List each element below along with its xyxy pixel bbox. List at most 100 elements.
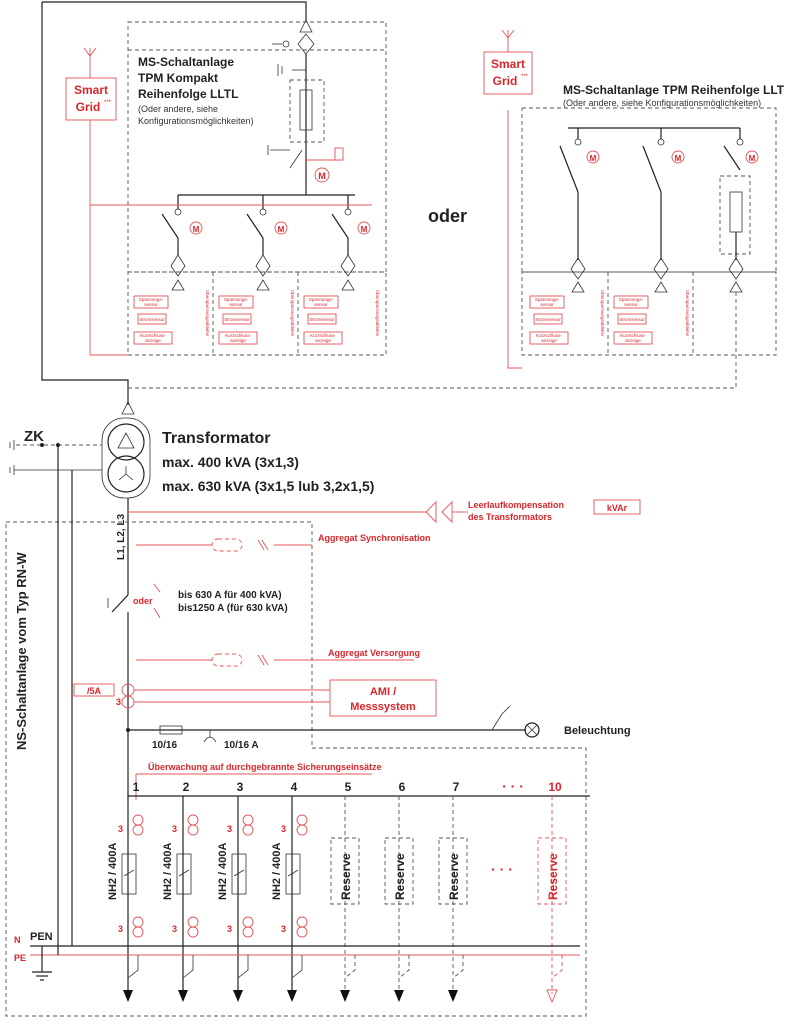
ms-right-note: (Oder andere, siehe Konfigurationsmöglic… [563,98,761,108]
svg-text:anzeige: anzeige [541,338,557,343]
nh-fuse-icon [176,853,192,895]
feeder-number: 1 [133,780,140,794]
svg-text:Überspannungsableiter: Überspannungsableiter [290,290,296,337]
switch-icon [331,213,349,239]
ms-left-feeder-1: M [161,195,203,291]
feeder-ellipsis: · · · [502,778,524,794]
ami-label-2: Messsystem [350,701,416,713]
svg-text:sensor: sensor [540,302,554,307]
breaker-oder: oder [133,596,153,606]
motor-icon [745,150,759,164]
phases-label: L1, L2, L3 [116,513,127,560]
cable-termination-icon [121,401,135,415]
svg-text:Kurzschluss-: Kurzschluss- [140,333,166,338]
motor-icon [274,221,288,235]
aux-contact-icon [334,147,344,161]
smart-grid-left: Smart Grid *** [65,47,117,121]
fuse2-label: 10/16 A [224,740,259,751]
ct-ratio-label: /5A [87,686,102,696]
svg-text:Überspannungsableiter: Überspannungsableiter [685,290,691,337]
aggregat-versorgung: Aggregat Versorgung [136,648,420,667]
feeder-label: Reserve [546,853,560,900]
lv-feeder-1: 1 3 NH2 / 400A 3 [107,780,144,1002]
beleuchtung-label: Beleuchtung [564,725,631,737]
ms-right-feeder-1: M [559,128,600,293]
cable-end-icon [171,279,185,291]
ms-left-frame-bottom [127,271,387,356]
ami-box [329,679,437,717]
nh-fuse-icon [231,853,247,895]
motor-icon [314,167,330,183]
lv-feeder-3: 3 3 NH2 / 400A 3 [217,780,254,1002]
ms-right-feeder-3: M [719,128,759,293]
cable-icon [340,254,356,277]
feeder-arrow-icon [546,989,558,1004]
svg-text:sensor: sensor [229,302,243,307]
feeder-ct-count-2: 3 [227,924,232,934]
switch-icon [246,213,264,239]
smart-grid-sup: *** [104,100,112,106]
svg-text:Spannungs-: Spannungs- [535,297,560,302]
svg-text:Spannungs-: Spannungs- [309,297,334,302]
lv-feeder-5: 5 Reserve [330,780,360,1002]
mv-alt-feed-line [128,292,737,389]
cable-icon [255,254,271,277]
svg-text:Spannungs-: Spannungs- [224,297,249,302]
feeder-arrow-icon [448,990,458,1002]
feeder-arrow-icon [233,990,243,1002]
smart-grid-label: Smart [74,83,108,97]
ms-right-feeder-2: M [642,128,685,293]
kvar-label: kVAr [607,503,628,513]
n-label: N [14,935,21,945]
main-breaker: oder bis 630 A für 400 kVA) bis1250 A (f… [107,583,288,730]
nh-fuse-icon [121,853,137,895]
ct-ratio-box [73,683,115,697]
motor-icon [671,150,685,164]
feeder-number: 10 [548,780,562,794]
motor-icon [357,221,371,235]
leerlauf-label: Leerlaufkompensation [468,500,564,510]
feeder-ct-count-2: 3 [281,924,286,934]
pen-label: PEN [30,931,53,943]
lv-feeder-7: 7 Reserve [438,780,468,1002]
feeder-ct-count: 3 [227,824,232,834]
feeder-number: 3 [237,780,244,794]
load-break-switch-icon [289,149,303,169]
fuse1-label: 10/16 [152,740,177,751]
indicator-lamp-icon [344,208,352,216]
ns-switchgear-frame [5,521,587,1017]
svg-text:Kurzschluss-: Kurzschluss- [620,333,646,338]
metering: /5A 3 AMI / Messsystem [73,679,437,717]
smart-grid-sup: *** [521,74,529,80]
ms-left-feeder-2: M [246,195,288,291]
lighting-branch: 10/16 10/16 A Beleuchtung [126,705,631,751]
feeder-label: Reserve [393,853,407,900]
fuse-icon [299,89,313,131]
breaker-rating-2: bis1250 A (für 630 kVA) [178,603,288,614]
svg-text:Spannungs-: Spannungs- [139,297,164,302]
svg-text:Stromsensor: Stromsensor [139,317,165,322]
svg-text:anzeige: anzeige [315,338,331,343]
feeder-label: Reserve [339,853,353,900]
ms-right-modules: Spannungs- sensor Stromsensor Kurzschlus… [529,290,691,345]
svg-text:Stromsensor: Stromsensor [309,317,335,322]
feeder-arrow-icon [394,990,404,1002]
smart-grid-right: Smart Grid *** [483,29,533,95]
ms-left-title-2: TPM Kompakt [138,71,218,85]
ms-switchgear-left: M M M [41,1,387,405]
reserve-box [537,837,567,905]
lv-feeder-10: 10 Reserve [537,780,567,1004]
leerlauf-label-2: des Transformators [468,512,552,522]
transformer: Transformator max. 400 kVA (3x1,3) max. … [101,401,374,595]
cable-icon [570,257,586,280]
transformer-primary-icon [107,423,145,461]
transformer-rating-2: max. 630 kVA (3x1,5 lub 3,2x1,5) [162,478,374,494]
transformer-secondary-icon [107,455,145,493]
feeder-label: NH2 / 400A [107,842,119,900]
feeder-number: 4 [291,780,298,794]
motor-icon [189,221,203,235]
cable-icon [170,254,186,277]
cable-icon [653,257,669,280]
feeder-number: 6 [399,780,406,794]
feeder-ct-count: 3 [172,824,177,834]
